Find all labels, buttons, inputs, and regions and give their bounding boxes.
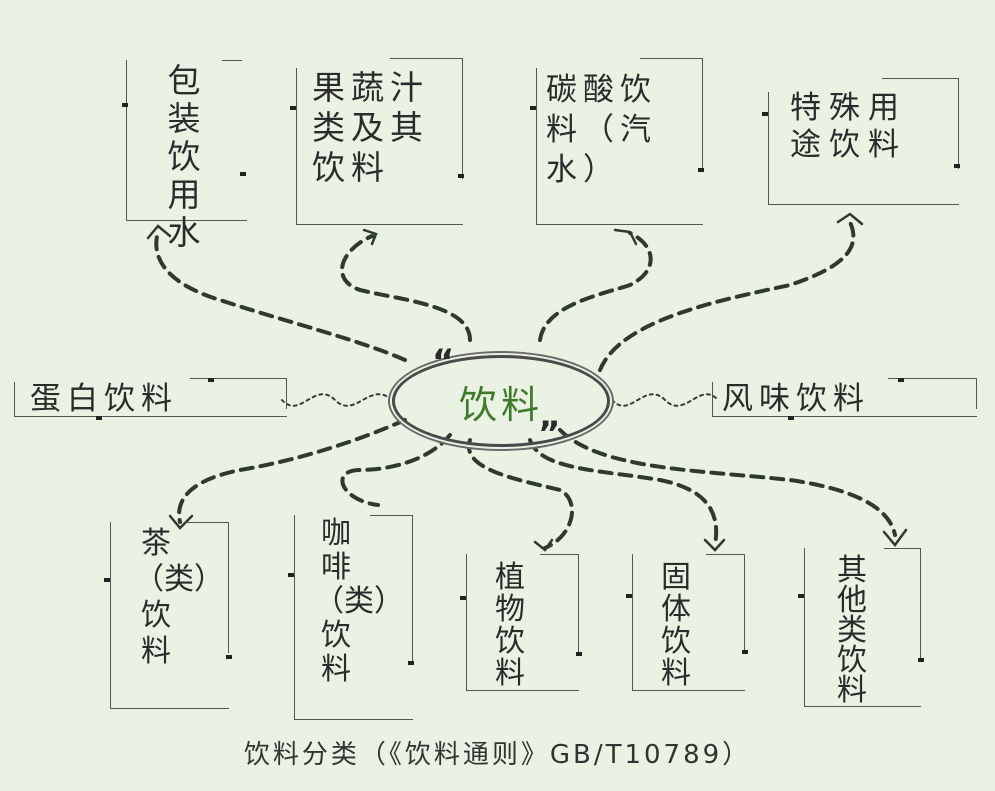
node-label: 其他类饮料 bbox=[837, 553, 867, 708]
link-coffee bbox=[340, 433, 452, 507]
link-other bbox=[558, 428, 897, 537]
link-protein bbox=[281, 393, 393, 407]
link-carbonated bbox=[538, 231, 653, 342]
node-label: 碳酸饮料（汽水） bbox=[546, 72, 657, 188]
node-other: 其他类饮料 bbox=[798, 548, 928, 712]
node-protein: 蛋白饮料 bbox=[10, 378, 290, 422]
node-special-use: 特殊用途饮料 bbox=[762, 78, 967, 210]
quote-close-mark: ” bbox=[538, 414, 561, 454]
arrowhead-plant bbox=[533, 538, 554, 552]
link-flavored bbox=[611, 393, 719, 407]
arrowhead-carbonated bbox=[613, 228, 638, 246]
node-coffee: 咖啡（类）饮料 bbox=[288, 515, 418, 725]
diagram-caption: 饮料分类（《饮料通则》GB/T10789） bbox=[243, 740, 752, 770]
arrowhead-special-use bbox=[836, 212, 864, 226]
link-solid bbox=[528, 438, 719, 547]
node-label: 蛋白饮料 bbox=[30, 381, 178, 417]
node-flavored: 风味饮料 bbox=[708, 378, 980, 422]
node-label: 咖啡（类）饮料 bbox=[314, 516, 404, 687]
node-label: 固体饮料 bbox=[661, 560, 691, 691]
node-tea: 茶（类）饮料 bbox=[104, 522, 236, 714]
link-juice bbox=[340, 234, 472, 342]
quote-open-mark: “ bbox=[432, 342, 455, 382]
node-juice: 果蔬汁类及其饮料 bbox=[290, 58, 470, 228]
node-carbonated: 碳酸饮料（汽水） bbox=[530, 58, 710, 228]
arrowhead-packaged-water bbox=[146, 224, 172, 240]
node-label: 茶（类）饮料 bbox=[134, 526, 224, 669]
link-tea bbox=[177, 418, 407, 524]
node-plant: 植物饮料 bbox=[460, 554, 586, 696]
node-packaged-water: 包装饮用水 bbox=[122, 60, 252, 252]
center-label: 饮料 bbox=[458, 382, 543, 427]
node-label: 植物饮料 bbox=[495, 560, 525, 691]
node-label: 风味饮料 bbox=[722, 381, 870, 417]
arrowhead-other bbox=[882, 528, 908, 548]
link-plant bbox=[466, 438, 574, 550]
link-packaged-water bbox=[154, 230, 407, 362]
center-node: 饮料 bbox=[392, 355, 610, 447]
link-special-use bbox=[598, 220, 856, 372]
node-label: 特殊用途饮料 bbox=[790, 90, 907, 163]
arrowhead-solid bbox=[703, 538, 726, 552]
node-label: 包装饮用水 bbox=[167, 61, 201, 252]
node-solid: 固体饮料 bbox=[626, 554, 752, 696]
node-label: 果蔬汁类及其饮料 bbox=[312, 68, 429, 187]
arrowhead-juice bbox=[362, 228, 378, 246]
arrowhead-tea bbox=[168, 514, 194, 530]
